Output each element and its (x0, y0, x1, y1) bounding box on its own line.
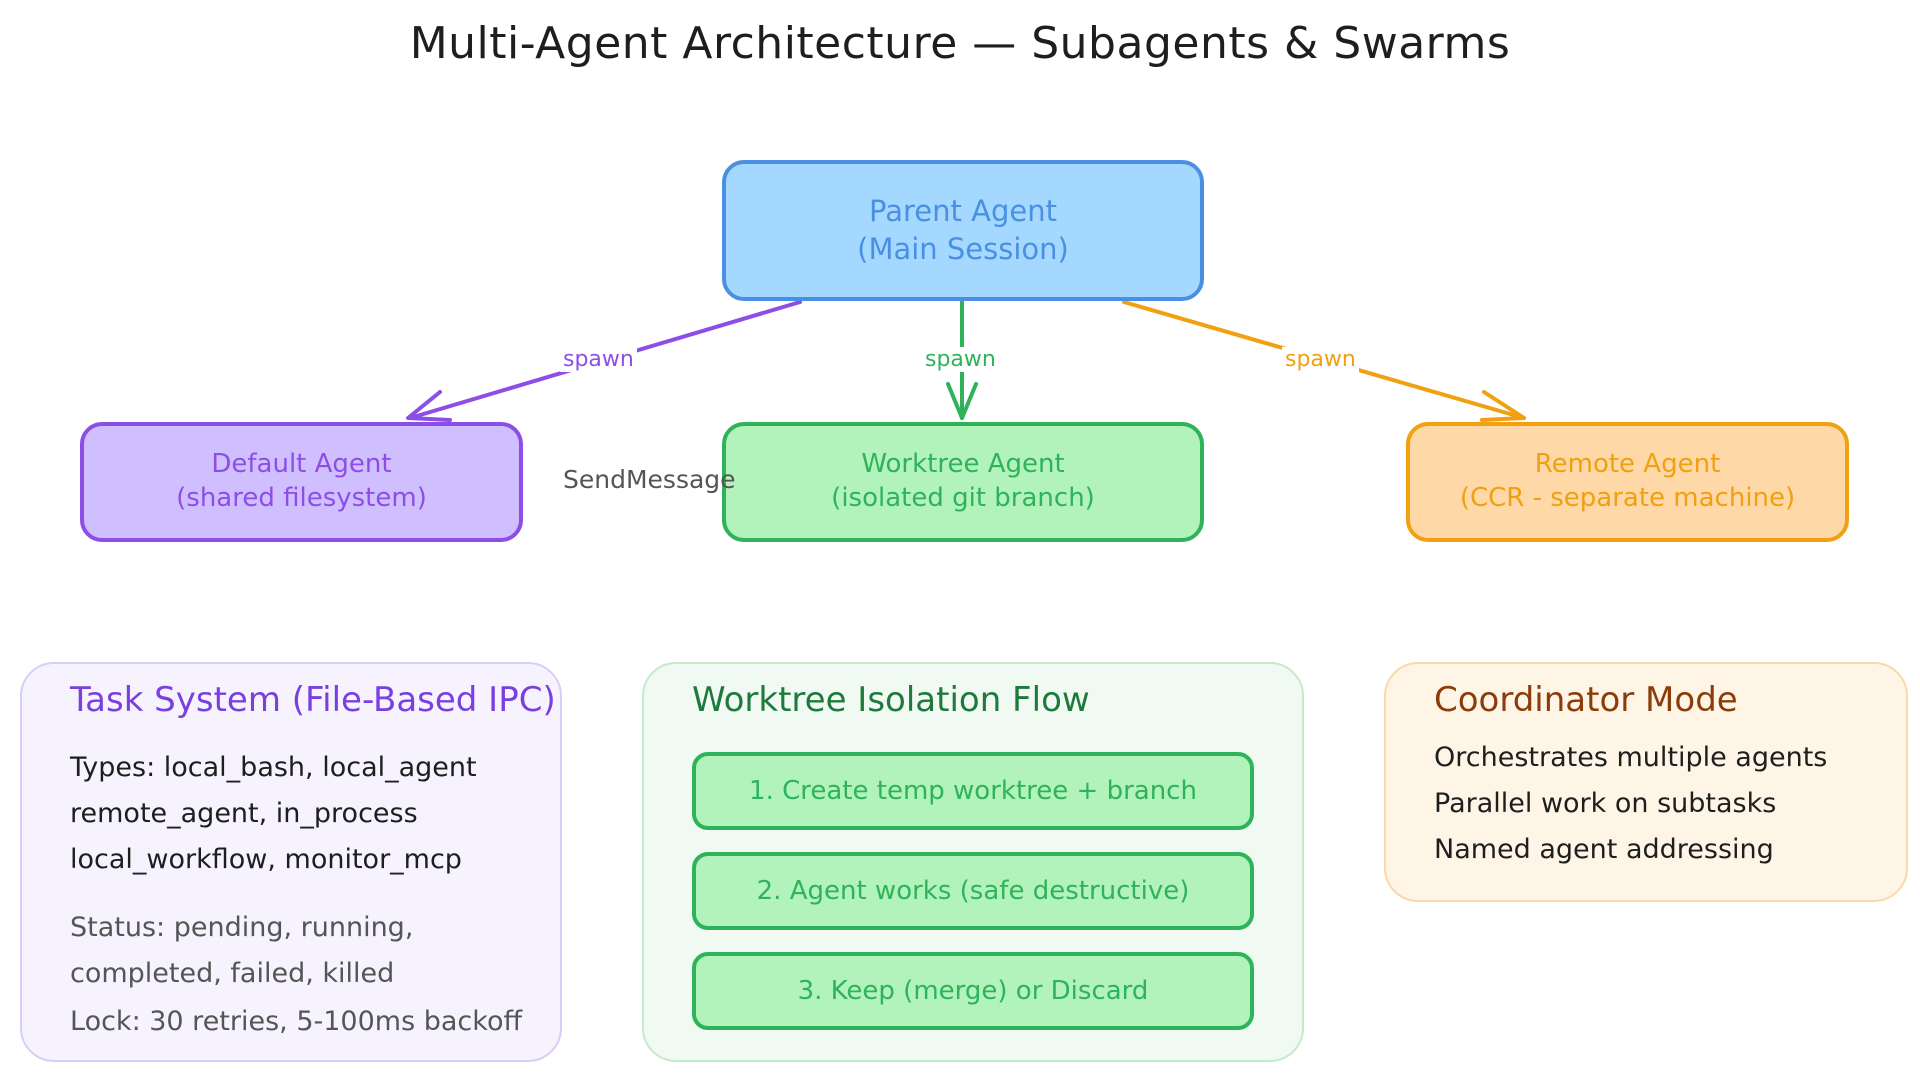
coordinator-title: Coordinator Mode (1434, 680, 1738, 720)
coordinator-line-1: Orchestrates multiple agents (1434, 742, 1828, 773)
coordinator-line-3: Named agent addressing (1434, 834, 1774, 865)
worktree-agent-name: Worktree Agent (861, 449, 1065, 480)
task-system-title: Task System (File-Based IPC) (70, 680, 556, 720)
flow-step-3: 3. Keep (merge) or Discard (692, 952, 1254, 1030)
coordinator-line-2: Parallel work on subtasks (1434, 788, 1777, 819)
task-types-line-1: Types: local_bash, local_agent (70, 752, 477, 783)
task-status-line-1: Status: pending, running, (70, 912, 414, 943)
task-system-panel (20, 662, 562, 1062)
flow-step-2: 2. Agent works (safe destructive) (692, 852, 1254, 930)
spawn-label-default: spawn (560, 347, 637, 372)
remote-agent-node: Remote Agent (CCR - separate machine) (1406, 422, 1849, 542)
parent-agent-subtitle: (Main Session) (857, 231, 1069, 266)
default-agent-name: Default Agent (211, 449, 392, 480)
parent-agent-name: Parent Agent (869, 193, 1057, 228)
task-lock-line: Lock: 30 retries, 5-100ms backoff (70, 1006, 523, 1037)
remote-agent-subtitle: (CCR - separate machine) (1459, 483, 1796, 513)
default-agent-node: Default Agent (shared filesystem) (80, 422, 523, 542)
coordinator-panel (1384, 662, 1908, 902)
diagram-title: Multi-Agent Architecture — Subagents & S… (409, 18, 1511, 69)
worktree-agent-node: Worktree Agent (isolated git branch) (722, 422, 1204, 542)
spawn-label-remote: spawn (1282, 347, 1359, 372)
task-types-line-3: local_workflow, monitor_mcp (70, 844, 462, 875)
task-status-line-2: completed, failed, killed (70, 958, 395, 989)
worktree-flow-title: Worktree Isolation Flow (692, 680, 1090, 720)
remote-agent-name: Remote Agent (1534, 449, 1721, 480)
parent-agent-node: Parent Agent (Main Session) (722, 160, 1204, 301)
task-types-line-2: remote_agent, in_process (70, 798, 418, 829)
worktree-agent-subtitle: (isolated git branch) (831, 483, 1095, 513)
flow-step-1: 1. Create temp worktree + branch (692, 752, 1254, 830)
default-agent-subtitle: (shared filesystem) (176, 483, 427, 513)
spawn-label-worktree: spawn (922, 347, 999, 372)
send-message-label: SendMessage (563, 465, 736, 494)
